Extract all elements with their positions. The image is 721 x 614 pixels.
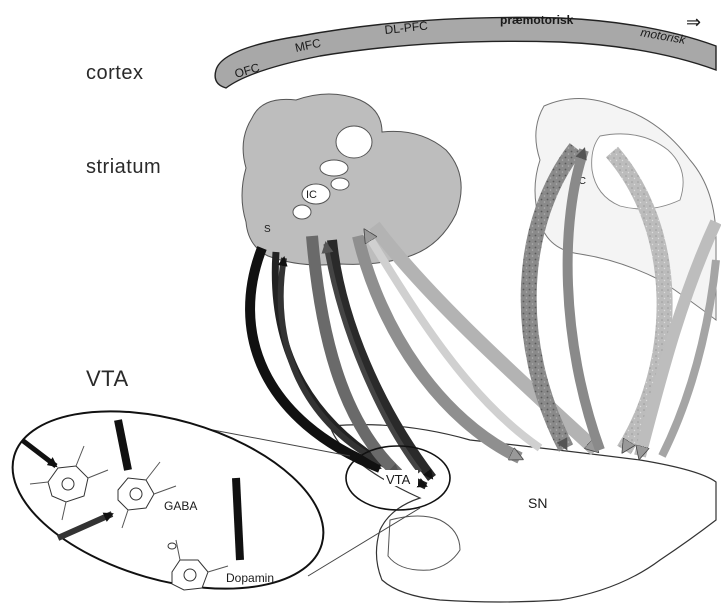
striatum-left-shape xyxy=(242,94,461,265)
striatum-left: IC S xyxy=(242,94,461,265)
cortex-label: cortex xyxy=(86,62,143,85)
striatum-white-blob-2 xyxy=(320,160,348,176)
striatum-shell-label: S xyxy=(264,224,271,235)
cortex-region-premotor: præmotorisk xyxy=(500,13,574,27)
brainstem-outline xyxy=(330,425,716,602)
brainstem-shape xyxy=(330,425,716,602)
gaba-label: GABA xyxy=(164,499,197,513)
vta-side-label: VTA xyxy=(86,366,129,392)
sn-label: SN xyxy=(528,495,547,511)
cortex-band: OFC MFC DL-PFC præmotorisk motorisk ⇒ xyxy=(215,12,716,88)
inset-fibre-2 xyxy=(236,478,240,560)
striatum-white-blob-3 xyxy=(331,178,349,190)
striatum-label: striatum xyxy=(86,156,161,179)
striatum-white-blob-5 xyxy=(293,205,311,219)
vta-label: VTA xyxy=(386,472,411,487)
striatum-white-blob-1 xyxy=(336,126,372,158)
striatum-core-label: IC xyxy=(306,189,317,201)
dopamine-label: Dopamin xyxy=(226,571,274,585)
direction-symbol: ⇒ xyxy=(686,12,701,32)
